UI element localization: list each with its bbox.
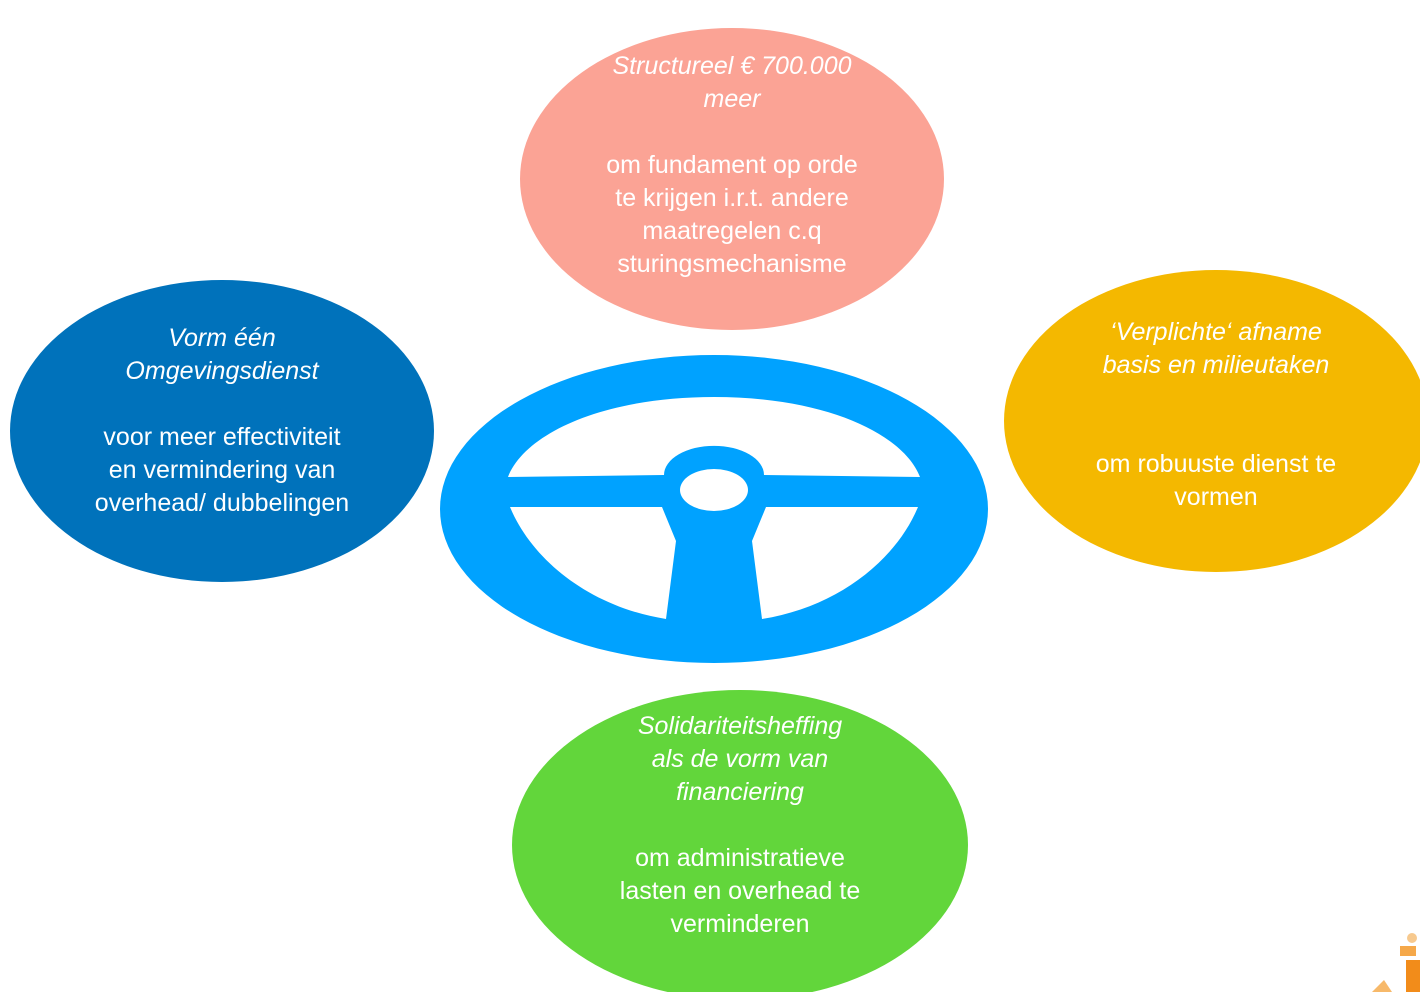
bubble-top: Structureel € 700.000 meer om fundament …	[520, 28, 944, 330]
bubble-bottom-description: om administratieve lasten en overhead te…	[619, 844, 861, 938]
bubble-bottom-title: Solidariteitsheffing als de vorm van fin…	[637, 712, 843, 806]
steering-wheel-shape	[440, 355, 988, 663]
bubble-left: Vorm één Omgevingsdienst voor meer effec…	[10, 280, 434, 582]
bubble-bottom: Solidariteitsheffing als de vorm van fin…	[512, 690, 968, 992]
bubble-left-description: voor meer effectiviteit en vermindering …	[94, 423, 350, 517]
bubble-right: ‘Verplichte‘ afname basis en milieutaken…	[1004, 270, 1420, 572]
bubble-right-description: om robuuste dienst te vormen	[1095, 450, 1337, 511]
bubble-right-title: ‘Verplichte‘ afname basis en milieutaken	[1102, 318, 1330, 379]
bubble-top-description: om fundament op orde te krijgen i.r.t. a…	[606, 151, 858, 278]
steering-wheel-icon	[440, 355, 988, 663]
bubble-top-title: Structureel € 700.000 meer	[612, 52, 852, 113]
logo-icon	[1372, 933, 1420, 992]
bubble-left-title: Vorm één Omgevingsdienst	[125, 324, 319, 385]
